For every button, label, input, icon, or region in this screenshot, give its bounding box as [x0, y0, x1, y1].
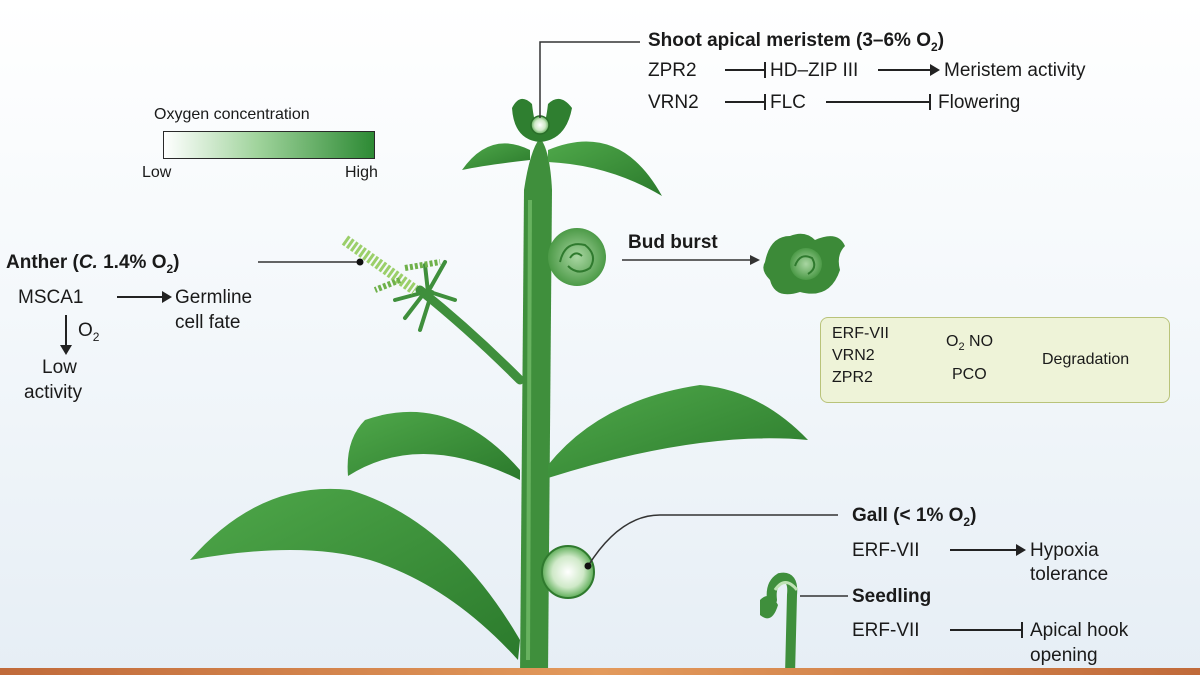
bud-burst-title: Bud burst	[628, 232, 718, 253]
top-leaf-right	[548, 141, 662, 196]
anther-low: Low	[42, 357, 77, 378]
legend-title: Oxygen concentration	[154, 106, 310, 123]
shoot-flowering: Flowering	[938, 92, 1021, 113]
gall-hypoxia: Hypoxia	[1030, 540, 1099, 561]
shoot-gene-hdzip: HD–ZIP III	[770, 60, 859, 81]
meristem-tip	[530, 115, 550, 135]
main-stem	[520, 138, 552, 675]
bud-on-stem	[548, 228, 606, 286]
box-o2-no: O2 NO	[946, 333, 994, 354]
gall-title: Gall (< 1% O2)	[852, 505, 977, 529]
legend-high-label: High	[345, 164, 378, 181]
legend-low-label: Low	[142, 164, 172, 181]
bottom-decorative-band	[0, 668, 1200, 675]
anther-gene-msca1: MSCA1	[18, 287, 84, 308]
box-gene-zpr2: ZPR2	[832, 369, 873, 386]
anther-cell-fate: cell fate	[175, 312, 241, 333]
seedling-stem	[766, 572, 798, 675]
seedling-title: Seedling	[852, 586, 932, 607]
seedling-opening: opening	[1030, 645, 1098, 666]
inhibit-arrow-vrn2	[725, 94, 766, 110]
anther-germline: Germline	[175, 287, 253, 308]
anther-activity: activity	[24, 382, 83, 403]
shoot-gene-zpr2: ZPR2	[648, 60, 697, 81]
seedling-cotyledon	[760, 596, 778, 619]
shoot-gene-flc: FLC	[770, 92, 806, 113]
lower-leaf-left	[190, 488, 520, 660]
top-leaf-left	[462, 143, 530, 170]
box-gene-erf: ERF-VII	[832, 325, 889, 342]
shoot-gene-vrn2: VRN2	[648, 92, 699, 113]
anther-spike	[341, 235, 419, 295]
gall-gene-erf: ERF-VII	[852, 540, 920, 561]
shoot-title: Shoot apical meristem (3–6% O2)	[648, 30, 945, 54]
inhibit-arrow-zpr2	[725, 62, 766, 78]
oxygen-gradient-bar	[163, 131, 375, 159]
seedling-apical-hook: Apical hook	[1030, 620, 1129, 641]
gall-tolerance: tolerance	[1030, 564, 1109, 585]
box-degradation: Degradation	[1042, 351, 1130, 368]
gall-leader	[587, 514, 838, 567]
inhibit-arrow-flc	[826, 94, 931, 110]
anther-o2-label: O2	[78, 320, 100, 344]
shoot-leader	[539, 41, 640, 118]
box-gene-vrn2: VRN2	[832, 347, 875, 364]
seedling-gene-erf: ERF-VII	[852, 620, 920, 641]
degradation-pathway-box	[820, 317, 1170, 403]
meristem-cup	[512, 98, 572, 142]
middle-leaf-left	[347, 411, 520, 480]
shoot-meristem-activity: Meristem activity	[944, 60, 1086, 81]
gall	[541, 545, 595, 599]
box-pco: PCO	[952, 366, 987, 383]
anther-title: Anther (C. 1.4% O2)	[6, 252, 180, 276]
middle-leaf-right	[548, 385, 808, 478]
anther-branch	[415, 285, 525, 385]
